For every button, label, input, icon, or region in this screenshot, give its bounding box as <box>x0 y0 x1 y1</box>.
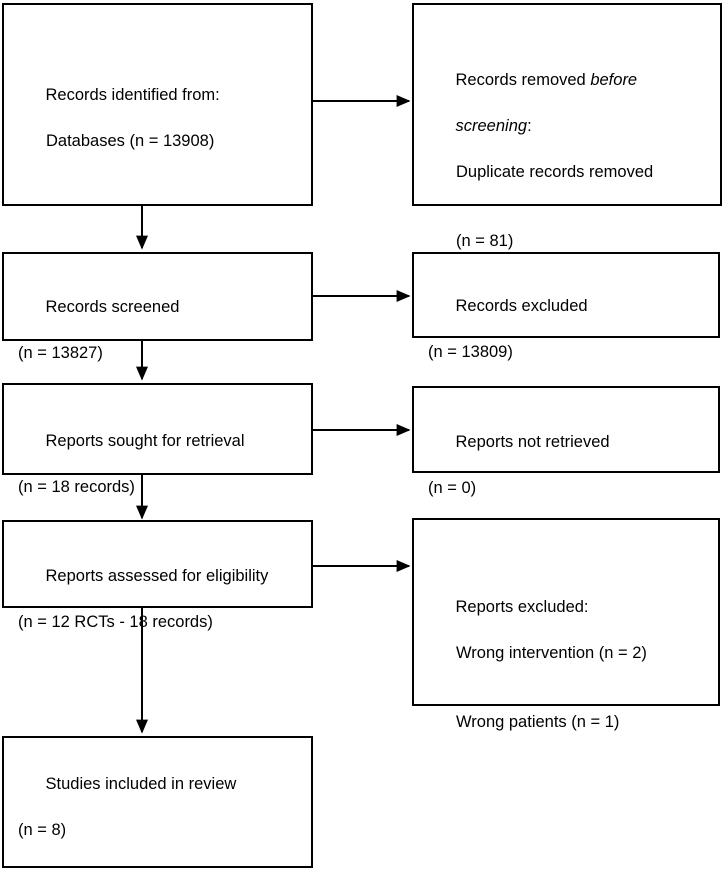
included-line2: (n = 8) <box>18 821 67 839</box>
reports-not-retrieved-line2: (n = 0) <box>428 479 477 497</box>
records-removed-line3: Duplicate records removed <box>456 163 654 181</box>
box-records-screened-text: Records screened (n = 13827) <box>18 273 305 411</box>
reports-not-retrieved-line1: Reports not retrieved <box>455 433 610 451</box>
box-records-removed-text: Records removed before screening: Duplic… <box>428 46 714 299</box>
records-screened-line2: (n = 13827) <box>18 344 103 362</box>
box-records-identified-text: Records identified from: Databases (n = … <box>18 61 305 199</box>
included-line1: Studies included in review <box>45 775 237 793</box>
box-records-identified: Records identified from: Databases (n = … <box>2 3 313 206</box>
records-identified-line2: Databases (n = 13908) <box>46 132 215 150</box>
box-records-removed-before-screening: Records removed before screening: Duplic… <box>412 3 722 250</box>
box-reports-sought-for-retrieval: Reports sought for retrieval (n = 18 rec… <box>2 383 313 496</box>
records-removed-line1-plain: Records removed <box>455 71 591 89</box>
records-removed-line2-plain: : <box>527 117 532 135</box>
reports-assessed-line2: (n = 12 RCTs - 18 records) <box>18 613 213 631</box>
records-removed-line4: (n = 81) <box>456 232 514 250</box>
box-reports-excluded-text: Reports excluded: Wrong intervention (n … <box>428 573 712 780</box>
reports-sought-line1: Reports sought for retrieval <box>45 432 245 450</box>
reports-excluded-line2: Wrong intervention (n = 2) <box>456 644 647 662</box>
records-excluded-line1: Records excluded <box>455 297 588 315</box>
box-studies-included: Studies included in review (n = 8) Repor… <box>2 736 313 868</box>
records-identified-line1: Records identified from: <box>45 86 220 104</box>
box-reports-assessed-text: Reports assessed for eligibility (n = 12… <box>18 542 305 680</box>
box-records-excluded-text: Records excluded (n = 13809) <box>428 272 712 410</box>
box-reports-sought-text: Reports sought for retrieval (n = 18 rec… <box>18 407 305 545</box>
box-records-screened: Records screened (n = 13827) <box>2 252 313 362</box>
box-studies-included-text: Studies included in review (n = 8) Repor… <box>18 750 305 872</box>
box-records-excluded: Records excluded (n = 13809) <box>412 252 720 361</box>
reports-sought-line2: (n = 18 records) <box>18 478 135 496</box>
records-screened-line1: Records screened <box>45 298 180 316</box>
records-removed-line1-italic: before <box>590 71 638 89</box>
reports-excluded-line1: Reports excluded: <box>455 598 589 616</box>
reports-assessed-line1: Reports assessed for eligibility <box>45 567 269 585</box>
box-reports-not-retrieved: Reports not retrieved (n = 0) <box>412 386 720 497</box>
box-reports-excluded: Reports excluded: Wrong intervention (n … <box>412 518 720 731</box>
box-reports-assessed-for-eligibility: Reports assessed for eligibility (n = 12… <box>2 520 313 631</box>
box-reports-not-retrieved-text: Reports not retrieved (n = 0) <box>428 408 712 546</box>
records-removed-line2-italic: screening <box>455 117 528 135</box>
records-excluded-line2: (n = 13809) <box>428 343 513 361</box>
reports-excluded-line3: Wrong patients (n = 1) <box>456 713 620 731</box>
